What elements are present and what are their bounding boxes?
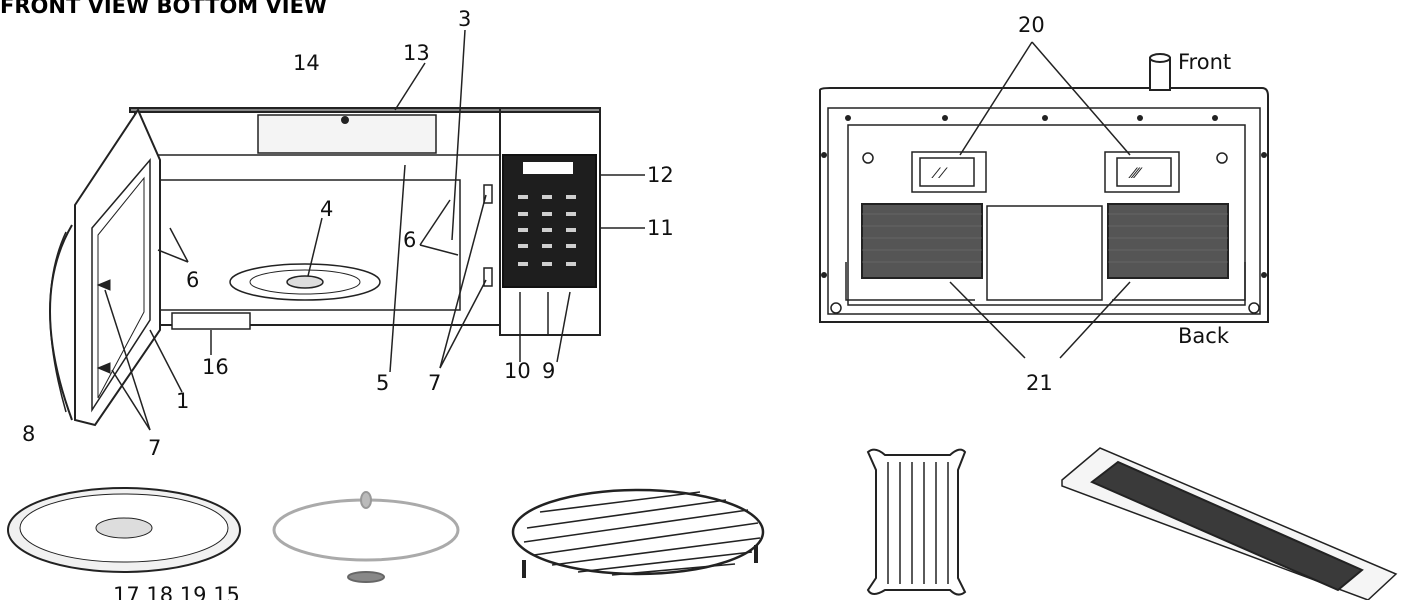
callout-6-left: 6	[186, 268, 199, 292]
callout-4: 4	[320, 197, 333, 221]
grease-filter-right	[1107, 203, 1229, 279]
callout-1: 1	[176, 389, 189, 413]
wire-rack	[511, 488, 765, 576]
accessories-label: 17 18 19 15	[113, 583, 240, 600]
grease-filter-left	[861, 203, 983, 279]
light-cover-right	[1104, 151, 1180, 193]
turntable	[229, 263, 381, 301]
label-plate	[171, 312, 251, 330]
microwave-front-view	[49, 29, 645, 431]
callout-9: 9	[542, 359, 555, 383]
accessories-row	[7, 447, 1398, 600]
callout-7-right: 7	[428, 371, 441, 395]
grate	[866, 448, 967, 596]
callout-11: 11	[647, 216, 674, 240]
svg-text:⁄⁄⁄: ⁄⁄⁄	[1128, 166, 1143, 182]
svg-text:⁄ ⁄: ⁄ ⁄	[931, 166, 948, 182]
callout-3: 3	[458, 7, 471, 31]
front-callouts: 14 13 3 4 6 6 12 11 16 5 7 10 9 1 8 7	[22, 7, 674, 460]
open-door	[74, 107, 161, 427]
callout-7-left: 7	[148, 436, 161, 460]
callout-21: 21	[1026, 371, 1053, 395]
callout-6-right: 6	[403, 228, 416, 252]
callout-20: 20	[1018, 13, 1045, 37]
callout-5: 5	[376, 371, 389, 395]
back-label: Back	[1178, 324, 1230, 348]
control-panel	[502, 154, 597, 288]
callout-13: 13	[403, 41, 430, 65]
center-panel	[986, 205, 1103, 301]
callout-12: 12	[647, 163, 674, 187]
callout-8: 8	[22, 422, 35, 446]
callout-16: 16	[202, 355, 229, 379]
callout-14: 14	[293, 51, 320, 75]
front-label: Front	[1178, 50, 1231, 74]
page-title: FRONT VIEW BOTTOM VIEW	[0, 0, 327, 18]
microwave-bottom-view: ⁄ ⁄ ⁄⁄⁄	[819, 41, 1269, 359]
light-cover-left	[911, 151, 987, 193]
callout-10: 10	[504, 359, 531, 383]
